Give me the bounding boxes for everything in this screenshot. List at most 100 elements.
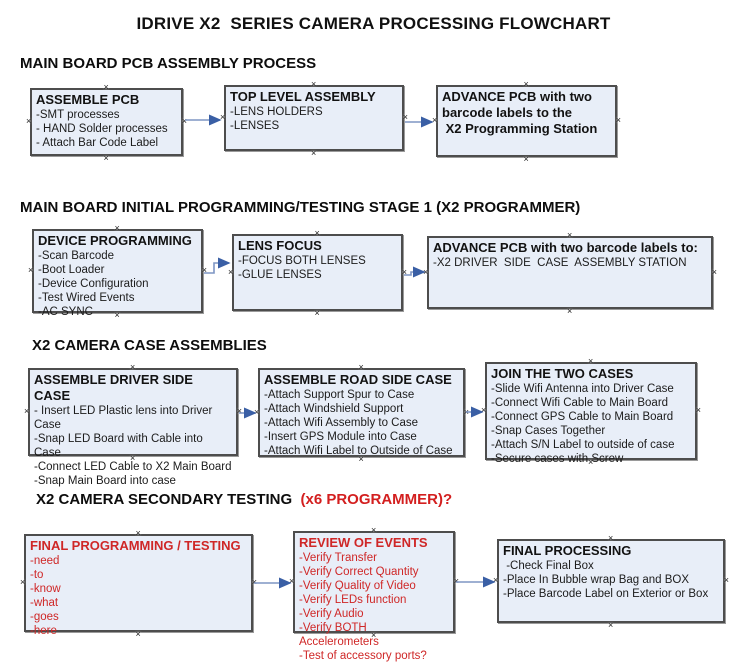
box-line: X2 Programming Station	[442, 121, 598, 136]
connection-point-icon: ×	[493, 575, 499, 585]
box-line: -SMT processes	[36, 109, 120, 121]
node-final-programming-testing: ×××× FINAL PROGRAMMING / TESTING -need -…	[20, 529, 257, 639]
box-line: - HAND Solder processes	[36, 123, 168, 135]
node-assemble-driver-side-case: ×××× ASSEMBLE DRIVER SIDE CASE - Insert …	[24, 363, 242, 488]
connection-point-icon: ×	[523, 79, 529, 89]
connection-point-icon: ×	[588, 356, 594, 366]
connection-point-icon: ×	[114, 223, 120, 233]
section-heading-pcb-assembly: MAIN BOARD PCB ASSEMBLY PROCESS	[20, 55, 317, 72]
box-title: REVIEW OF EVENTS	[299, 535, 428, 550]
box-line: -Boot Loader	[38, 264, 105, 276]
connection-point-icon: ×	[228, 266, 234, 277]
box-line: -Attach S/N Label to outside of case	[491, 439, 675, 451]
box-line: -Verify Quality of Video	[299, 580, 416, 592]
connection-point-icon: ×	[723, 575, 729, 585]
node-device-programming: ×××× DEVICE PROGRAMMING -Scan Barcode -B…	[28, 224, 207, 320]
connection-point-icon: ×	[26, 116, 32, 126]
connection-point-icon: ×	[402, 112, 408, 122]
box-title: TOP LEVEL ASSEMBLY	[230, 89, 376, 104]
node-advance-pcb-driver-side-station: ×××× ADVANCE PCB with two barcode labels…	[423, 231, 717, 316]
box-line: -Snap Cases Together	[491, 425, 606, 437]
box-line: -Verify Correct Quantity	[299, 566, 419, 578]
node-assemble-pcb: ×××× ASSEMBLE PCB -SMT processes - HAND …	[26, 83, 187, 163]
box-title: FINAL PROGRAMMING / TESTING	[30, 538, 241, 553]
connection-point-icon: ×	[251, 577, 257, 587]
box-line: -Slide Wifi Antenna into Driver Case	[491, 383, 674, 395]
box-line: -Verify LEDs function	[299, 594, 407, 606]
node-assemble-road-side-case: ×××× ASSEMBLE ROAD SIDE CASE -Attach Sup…	[254, 363, 469, 464]
connection-point-icon: ×	[615, 115, 621, 125]
box-line: -FOCUS BOTH LENSES	[238, 255, 366, 267]
box-line: -GLUE LENSES	[238, 269, 322, 281]
box-line: -Attach Wifi Assembly to Case	[264, 417, 419, 429]
box-line: -goes	[30, 611, 59, 623]
connection-point-icon: ×	[130, 362, 136, 372]
connection-point-icon: ×	[201, 265, 207, 275]
connection-point-icon: ×	[423, 266, 429, 277]
connection-point-icon: ×	[567, 306, 573, 316]
box-line: -Attach Support Spur to Case	[264, 389, 415, 401]
connection-point-icon: ×	[608, 620, 614, 630]
section-heading-case-assemblies: X2 CAMERA CASE ASSEMBLIES	[32, 337, 267, 354]
connection-point-icon: ×	[432, 115, 438, 125]
box-title: FINAL PROCESSING	[503, 543, 632, 558]
connection-point-icon: ×	[371, 525, 377, 535]
box-line: -Place In Bubble wrap Bag and BOX	[503, 574, 690, 586]
box-line: -Test of accessory ports?	[299, 650, 427, 662]
heading-red-part: (x6 PROGRAMMER)?	[296, 491, 453, 508]
box-title: DEVICE PROGRAMMING	[38, 233, 192, 248]
box-title: ADVANCE PCB with two	[442, 89, 592, 104]
connection-point-icon: ×	[236, 406, 242, 416]
connection-point-icon: ×	[135, 528, 141, 538]
connection-point-icon: ×	[289, 576, 295, 586]
box-line: -Snap LED Board with Cable into Case	[34, 433, 206, 459]
box-line: -Test Wired Events	[38, 292, 135, 304]
box-line: barcode labels to the	[442, 105, 573, 120]
box-title: ASSEMBLE ROAD SIDE CASE	[264, 372, 452, 387]
node-lens-focus: ×××× LENS FOCUS -FOCUS BOTH LENSES -GLUE…	[228, 229, 407, 318]
box-line: -LENSES	[230, 120, 280, 132]
node-final-processing: × × × × FINAL PROCESSING -Check Final Box -…	[493, 534, 729, 630]
connection-point-icon: ×	[103, 153, 109, 163]
box-line: -Secure cases with Screw	[491, 453, 624, 465]
box-line: -Scan Barcode	[38, 250, 115, 262]
box-line: -what	[30, 597, 59, 609]
connection-point-icon: ×	[608, 533, 614, 543]
box-line: -Verify Audio	[299, 608, 364, 620]
box-title: ASSEMBLE PCB	[36, 92, 140, 107]
box-line: -AC SYNC	[38, 306, 93, 318]
box-line: - Insert LED Plastic lens into Driver Ca…	[34, 405, 216, 431]
section-heading-initial-programming: MAIN BOARD INITIAL PROGRAMMING/TESTING S…	[20, 199, 581, 216]
connection-point-icon: ×	[254, 406, 260, 417]
connector-arrow	[204, 257, 231, 274]
connection-point-icon: ×	[401, 266, 407, 277]
page-title: IDRIVE X2 SERIES CAMERA PROCESSING FLOWC…	[136, 14, 611, 33]
box-line: -Device Configuration	[38, 278, 149, 290]
box-title: ADVANCE PCB with two barcode labels to:	[433, 240, 698, 255]
node-review-of-events: ×××× REVIEW OF EVENTS -Verify Transfer -…	[289, 526, 459, 662]
connection-point-icon: ×	[463, 406, 469, 417]
heading-black-part: X2 CAMERA SECONDARY TESTING	[36, 491, 297, 508]
box-line: -need	[30, 555, 60, 567]
connection-point-icon: ×	[481, 405, 487, 415]
box-line: -Verify Transfer	[299, 552, 377, 564]
box-line: -Insert GPS Module into Case	[264, 431, 417, 443]
box-line: -Connect GPS Cable to Main Board	[491, 411, 674, 423]
connection-point-icon: ×	[695, 405, 701, 415]
box-line: -Snap Main Board into case	[34, 475, 176, 487]
box-line: -Connect LED Cable to X2 Main Board	[34, 461, 232, 473]
connection-point-icon: ×	[453, 576, 459, 586]
box-line: -Check Final Box	[503, 560, 594, 572]
box-line: -Verify BOTH Accelerometers	[299, 622, 379, 648]
connection-point-icon: ×	[311, 79, 317, 89]
box-line: -know	[30, 583, 61, 595]
connection-point-icon: ×	[220, 112, 226, 122]
connector-arrow	[404, 266, 426, 278]
connection-point-icon: ×	[314, 308, 320, 318]
box-title: LENS FOCUS	[238, 238, 322, 253]
box-title: ASSEMBLE DRIVER SIDE CASE	[34, 372, 197, 403]
box-line: -X2 DRIVER SIDE CASE ASSEMBLY STATION	[433, 257, 687, 269]
connection-point-icon: ×	[181, 116, 187, 126]
box-line: -Place Barcode Label on Exterior or Box	[503, 588, 709, 600]
